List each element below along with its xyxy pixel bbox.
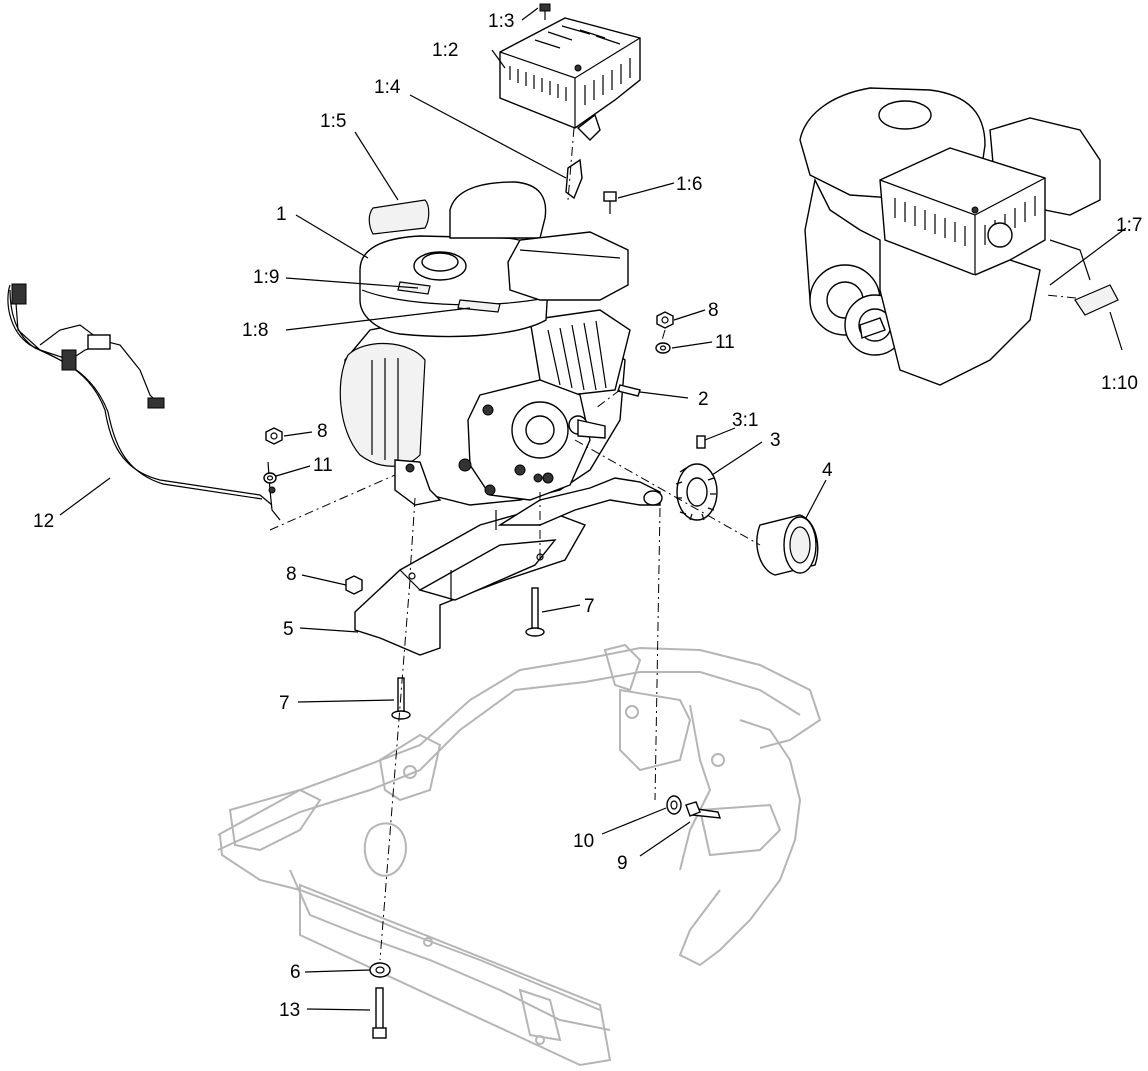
callout-1-6: 1:6 [676,174,702,195]
bolt-1-6 [603,191,617,214]
assembly-center-lines [269,127,1077,961]
callout-8-upper: 8 [708,300,719,321]
bolt-13 [372,987,387,1039]
callout-4: 4 [822,460,833,481]
callout-12: 12 [33,511,54,532]
washer-6 [369,962,391,978]
callout-7-right: 7 [584,596,595,617]
callout-3: 3 [770,430,781,451]
washer-10 [666,795,682,815]
tiller-frame [217,643,822,1067]
callout-1-9: 1:9 [253,267,279,288]
set-screw-3-1 [696,435,706,449]
callout-1-4: 1:4 [374,77,401,98]
callout-8-mount: 8 [286,564,297,585]
callout-8-left: 8 [317,421,328,442]
callout-1-3: 1:3 [488,11,514,32]
callout-1-7: 1:7 [1116,215,1142,236]
engine-inset [799,87,1119,386]
muffler-guard [499,17,641,141]
callout-1: 1 [276,204,287,225]
callout-1-5: 1:5 [320,111,346,132]
callout-labels: 1:3 1:2 1:4 1:5 1:6 1 1:9 1:8 8 11 2 3:1… [33,11,1142,1021]
callout-1-8: 1:8 [242,320,268,341]
nut-8-left [265,427,283,445]
callout-9: 9 [617,853,628,874]
callout-3-1: 3:1 [732,410,758,431]
washer-11-upper [655,342,671,354]
screw-1-3 [539,3,551,20]
engine-assembly [339,181,631,506]
callout-10: 10 [573,831,594,852]
washer-11-left [263,472,277,484]
callout-11-left: 11 [313,455,333,476]
callout-11-upper: 11 [715,332,735,353]
leader-lines [59,7,1127,1011]
nut-8-mount [345,575,363,595]
callout-2: 2 [698,389,709,410]
bolt-7-right [525,587,545,637]
coupler-4 [756,514,819,576]
callout-5: 5 [283,619,294,640]
callout-6: 6 [290,962,301,983]
engine-mount-plate [354,507,587,656]
decal-1-5 [368,199,430,235]
callout-7-left: 7 [279,693,290,714]
callout-13: 13 [279,1000,300,1021]
wire-harness [7,283,281,521]
callout-1-2: 1:2 [432,40,458,61]
sprocket-3 [675,463,718,521]
bolt-9 [685,801,722,819]
callout-1-10: 1:10 [1101,373,1138,394]
key-2 [617,384,641,397]
bracket-1-4 [565,158,583,200]
nut-8-upper [656,311,674,329]
